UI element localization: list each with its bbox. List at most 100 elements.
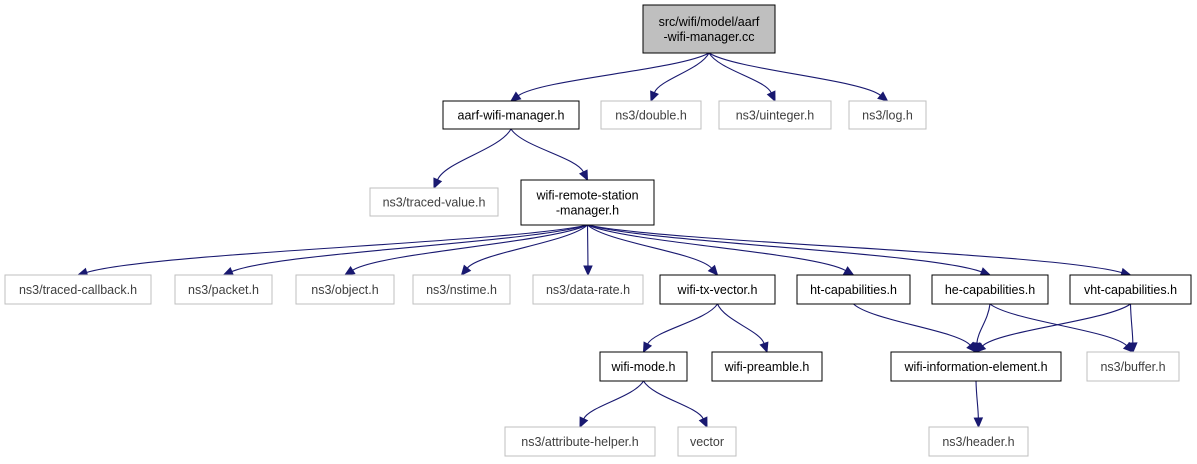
node-label-line: he-capabilities.h — [945, 283, 1035, 297]
edge-vht-h-to-info-elem-h — [975, 303, 1131, 353]
node-buffer-h: ns3/buffer.h — [1086, 351, 1180, 382]
node-txvector-h[interactable]: wifi-tx-vector.h — [659, 274, 776, 305]
arrowhead — [510, 91, 522, 102]
edge-line — [86, 224, 588, 273]
arrowhead — [650, 90, 659, 103]
edge-aarf-h-to-traced-value-h — [433, 128, 512, 190]
node-packet-h: ns3/packet.h — [174, 274, 273, 305]
node-preamble-h[interactable]: wifi-preamble.h — [711, 351, 823, 382]
arrowhead — [460, 264, 472, 276]
node-nstime-h: ns3/nstime.h — [412, 274, 511, 305]
edge-wrsm-h-to-data-rate-h — [583, 224, 593, 277]
edge-aarf-h-to-wrsm-h — [510, 128, 589, 182]
node-box — [174, 274, 273, 305]
node-traced-value-h: ns3/traced-value.h — [369, 187, 499, 217]
arrowhead — [707, 264, 719, 276]
arrowhead — [578, 169, 589, 182]
node-box — [1069, 274, 1192, 305]
edge-line — [517, 52, 710, 97]
node-label-line: ns3/nstime.h — [426, 283, 497, 297]
edge-root-to-aarf-h — [510, 52, 710, 102]
node-vht-h[interactable]: vht-capabilities.h — [1069, 274, 1192, 305]
edge-line — [653, 52, 710, 93]
node-label-line: ns3/attribute-helper.h — [521, 435, 638, 449]
node-label-line: -manager.h — [556, 204, 619, 218]
node-box — [796, 274, 911, 305]
edge-wrsm-h-to-object-h — [343, 224, 588, 276]
edge-line — [989, 303, 1128, 347]
edge-wrsm-h-to-nstime-h — [460, 224, 588, 276]
node-box — [642, 4, 776, 54]
node-wrsm-h[interactable]: wifi-remote-station-manager.h — [520, 179, 655, 226]
edge-line — [352, 224, 588, 271]
node-label-line: ns3/packet.h — [188, 283, 259, 297]
node-info-elem-h[interactable]: wifi-information-element.h — [890, 351, 1062, 382]
node-label-line: ns3/data-rate.h — [546, 283, 630, 297]
arrowhead — [975, 342, 987, 353]
node-root[interactable]: src/wifi/model/aarf-wifi-manager.cc — [642, 4, 776, 54]
node-box — [677, 426, 737, 457]
arrowhead — [766, 90, 776, 103]
arrowhead — [579, 416, 589, 429]
edge-root-to-log-h — [708, 52, 889, 102]
node-label-line: wifi-mode.h — [611, 360, 676, 374]
node-log-h: ns3/log.h — [848, 100, 927, 130]
arrowhead — [343, 265, 356, 276]
node-ht-h[interactable]: ht-capabilities.h — [796, 274, 911, 305]
edge-line — [510, 128, 584, 173]
node-object-h: ns3/object.h — [295, 274, 395, 305]
node-attr-helper-h: ns3/attribute-helper.h — [504, 426, 656, 457]
node-label-line: aarf-wifi-manager.h — [458, 109, 565, 123]
edge-line — [647, 303, 718, 345]
arrowhead — [1128, 342, 1138, 354]
node-label-line: ns3/double.h — [615, 109, 687, 123]
node-box — [599, 351, 688, 382]
edge-line — [1129, 303, 1134, 344]
edge-mode-h-to-attr-helper-h — [579, 380, 644, 429]
node-box — [890, 351, 1062, 382]
node-box — [369, 187, 499, 217]
node-box — [412, 274, 511, 305]
edge-line — [708, 52, 881, 96]
node-mode-h[interactable]: wifi-mode.h — [599, 351, 688, 382]
edge-root-to-double-h — [650, 52, 710, 103]
node-box — [711, 351, 823, 382]
edge-line — [976, 303, 991, 344]
node-header-h: ns3/header.h — [928, 426, 1029, 457]
edge-line — [587, 224, 846, 272]
edge-line — [587, 224, 1122, 274]
edge-line — [583, 380, 644, 420]
node-box — [848, 100, 927, 130]
node-he-h[interactable]: he-capabilities.h — [931, 274, 1049, 305]
node-box — [1086, 351, 1180, 382]
node-box — [718, 100, 832, 130]
arrowhead — [973, 417, 984, 429]
edge-ht-h-to-info-elem-h — [853, 303, 977, 353]
node-label-line: wifi-information-element.h — [903, 360, 1047, 374]
edge-vht-h-to-buffer-h — [1128, 303, 1138, 354]
node-label-line: wifi-preamble.h — [724, 360, 810, 374]
node-uinteger-h: ns3/uinteger.h — [718, 100, 832, 130]
edge-line — [466, 224, 588, 269]
node-data-rate-h: ns3/data-rate.h — [532, 274, 644, 305]
node-box — [520, 179, 655, 226]
node-box — [295, 274, 395, 305]
node-vector: vector — [677, 426, 737, 457]
node-box — [4, 274, 152, 305]
node-box — [442, 100, 580, 130]
node-label-line: ht-capabilities.h — [810, 283, 897, 297]
edge-he-h-to-buffer-h — [989, 303, 1134, 353]
node-box — [928, 426, 1029, 457]
edge-mode-h-to-vector — [643, 380, 708, 429]
node-label-line: ns3/header.h — [942, 435, 1014, 449]
node-box — [659, 274, 776, 305]
edge-info-elem-h-to-header-h — [973, 380, 984, 429]
edge-wrsm-h-to-vht-h — [587, 224, 1132, 278]
node-aarf-h[interactable]: aarf-wifi-manager.h — [442, 100, 580, 130]
node-label-line: src/wifi/model/aarf — [659, 15, 760, 29]
arrowhead — [583, 265, 593, 277]
node-double-h: ns3/double.h — [600, 100, 702, 130]
node-label-line: ns3/object.h — [311, 283, 378, 297]
arrowhead — [877, 91, 889, 102]
